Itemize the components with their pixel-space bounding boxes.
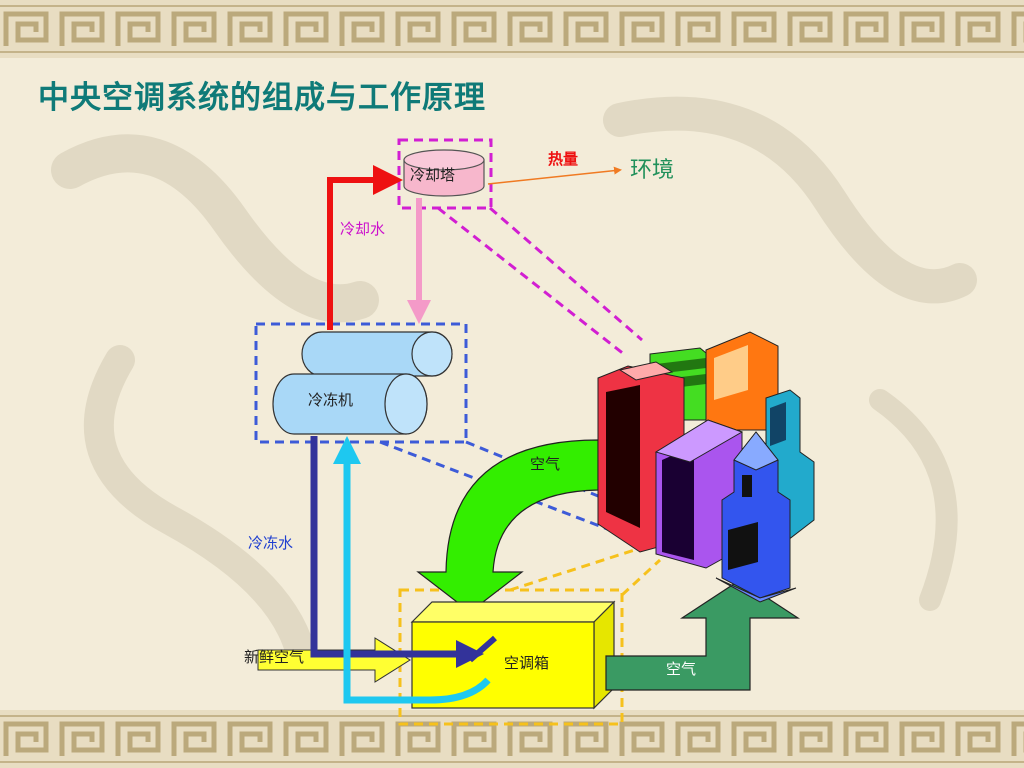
- buildings-illustration: [597, 331, 815, 603]
- cooling-tower: [403, 149, 485, 197]
- ahu-to-buildings-dash-2: [620, 558, 662, 597]
- chiller-label: 冷冻机: [308, 391, 354, 409]
- chilled-water-supply-arrow: [310, 436, 484, 668]
- ahu-label: 空调箱: [504, 654, 550, 672]
- ahu-to-buildings-dash: [509, 543, 651, 592]
- air-handling-unit: [410, 600, 616, 710]
- heat-label: 热量: [548, 150, 579, 168]
- heat-arrow: [487, 166, 622, 185]
- chiller: [272, 331, 453, 435]
- chilled-water-return-arrow: [333, 436, 491, 704]
- supply-air-label: 空气: [666, 660, 697, 678]
- tower-to-buildings-dash: [437, 206, 626, 357]
- chilled-water-diagonal: [468, 635, 497, 663]
- cooling-water-label: 冷却水: [340, 220, 386, 238]
- fresh-air-label: 新鲜空气: [244, 648, 305, 666]
- top-border-pattern: [0, 0, 1024, 58]
- slide-title: 中央空调系统的组成与工作原理: [38, 80, 486, 116]
- cooling-water-supply-arrow: [327, 165, 403, 330]
- chilled-water-label: 冷冻水: [248, 534, 294, 552]
- return-air-label: 空气: [530, 455, 561, 473]
- cooling-tower-label: 冷却塔: [410, 166, 456, 184]
- fresh-air-arrow: [257, 637, 411, 683]
- return-air-arrow: [416, 439, 599, 613]
- bottom-border-pattern: [0, 710, 1024, 768]
- tower-to-buildings-dash-2: [489, 206, 643, 342]
- chiller-dashed-box: [254, 322, 468, 444]
- background-calligraphy: [51, 96, 977, 665]
- environment-label: 环境: [630, 158, 675, 183]
